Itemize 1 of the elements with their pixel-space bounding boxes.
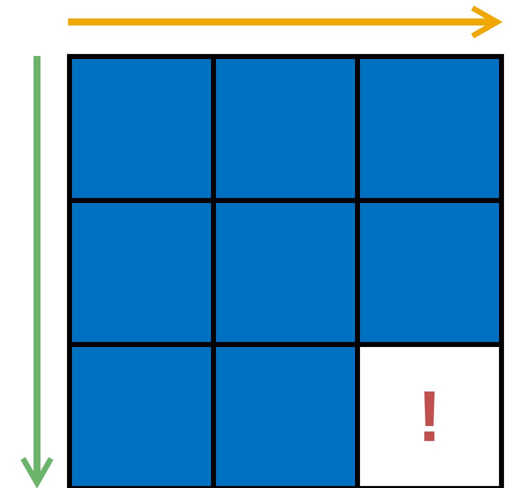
exclamation-mark: ! [418, 380, 442, 452]
